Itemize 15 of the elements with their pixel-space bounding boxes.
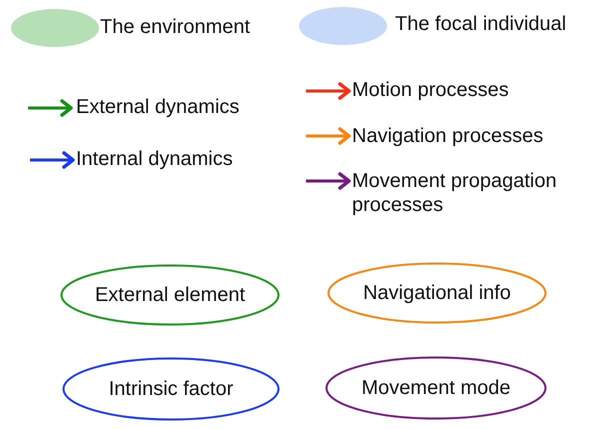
node-label: Navigational info <box>363 282 511 304</box>
legend-text: Motion processes <box>352 78 510 102</box>
oval-node <box>327 262 547 324</box>
legend-text: External dynamics <box>76 95 240 119</box>
node-label: Movement mode <box>362 376 510 400</box>
legend-text: Navigation processes <box>352 124 544 148</box>
legend-text: The environment <box>100 15 252 39</box>
oval-node <box>62 357 280 421</box>
node-label: External element <box>94 284 246 306</box>
legend-text: Movement propagation processes <box>352 169 558 217</box>
node-label: Intrinsic factor <box>108 378 234 400</box>
oval-node <box>325 356 547 420</box>
legend-text: The focal individual <box>395 12 568 36</box>
oval-node <box>60 264 280 326</box>
legend-text: Internal dynamics <box>76 147 234 171</box>
